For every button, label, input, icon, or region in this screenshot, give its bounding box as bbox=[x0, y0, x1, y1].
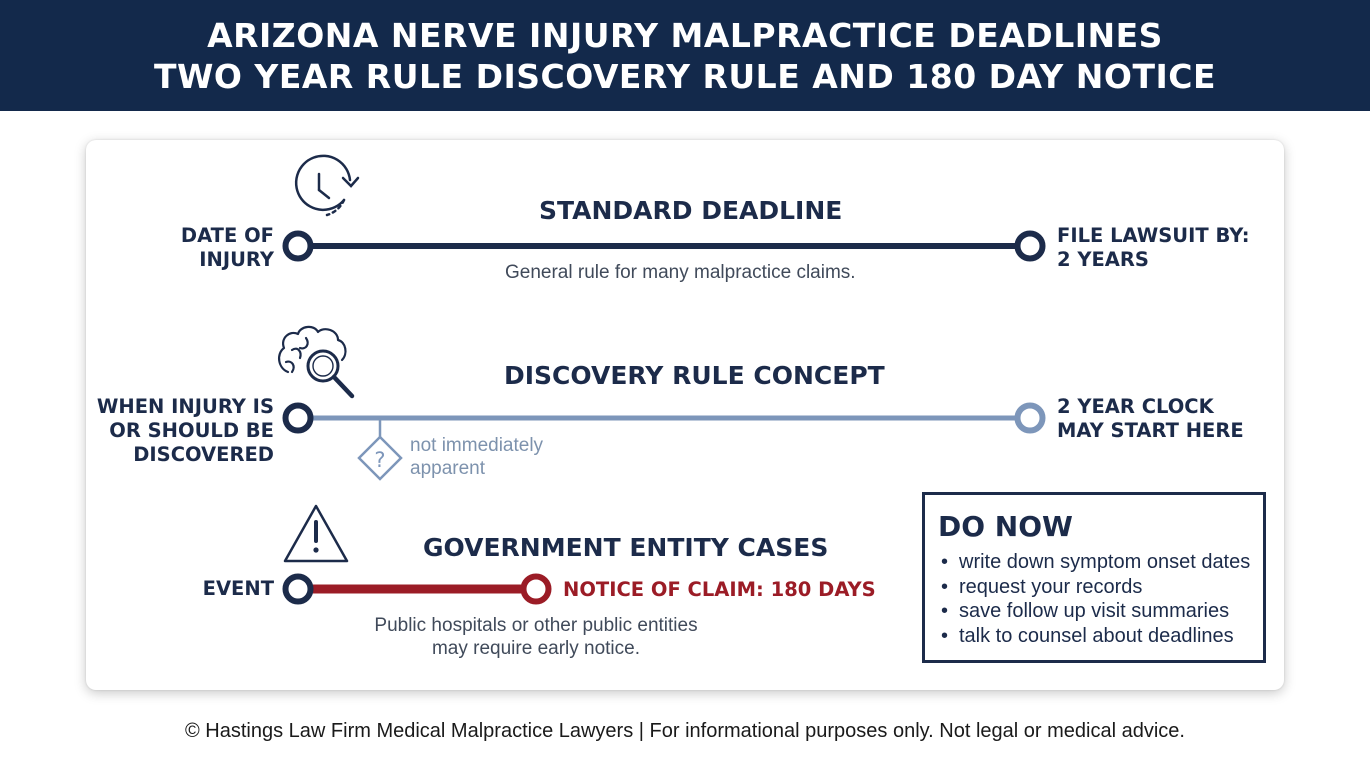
page-title: ARIZONA NERVE INJURY MALPRACTICE DEADLIN… bbox=[207, 16, 1163, 55]
warning-triangle-icon bbox=[283, 504, 349, 563]
standard-caption: General rule for many malpractice claims… bbox=[505, 262, 856, 283]
svg-text:?: ? bbox=[374, 448, 385, 472]
government-start-node bbox=[282, 573, 314, 605]
government-start-label: EVENT bbox=[202, 577, 274, 600]
list-item: •write down symptom onset dates bbox=[941, 551, 1251, 573]
question-diamond-icon: ? bbox=[357, 435, 403, 481]
standard-deadline-heading: STANDARD DEADLINE bbox=[539, 196, 843, 225]
discovery-start-label: WHEN INJURY IS OR SHOULD BE DISCOVERED bbox=[96, 395, 274, 466]
page-subtitle: TWO YEAR RULE DISCOVERY RULE AND 180 DAY… bbox=[153, 57, 1217, 96]
do-now-title: DO NOW bbox=[938, 510, 1073, 543]
clock-icon bbox=[294, 154, 360, 217]
discovery-start-node bbox=[282, 402, 314, 434]
brain-magnifier-icon bbox=[278, 325, 355, 399]
list-item: •talk to counsel about deadlines bbox=[941, 624, 1234, 647]
footer-disclaimer: © Hastings Law Firm Medical Malpractice … bbox=[185, 720, 1185, 742]
government-notice-node bbox=[520, 573, 552, 605]
discovery-end-node bbox=[1014, 402, 1046, 434]
discovery-note: not immediately apparent bbox=[410, 435, 544, 479]
government-caption: Public hospitals or other public entitie… bbox=[374, 615, 698, 659]
list-item: •save follow up visit summaries bbox=[941, 600, 1230, 622]
discovery-rule-heading: DISCOVERY RULE CONCEPT bbox=[504, 361, 885, 390]
government-entity-heading: GOVERNMENT ENTITY CASES bbox=[423, 533, 829, 562]
standard-start-node bbox=[282, 230, 314, 262]
standard-end-node bbox=[1014, 230, 1046, 262]
discovery-end-label: 2 YEAR CLOCK MAY START HERE bbox=[1057, 395, 1244, 442]
standard-start-label: DATE OF INJURY bbox=[180, 224, 274, 271]
standard-end-label: FILE LAWSUIT BY: 2 YEARS bbox=[1057, 224, 1250, 271]
list-item: •request your records bbox=[941, 575, 1143, 598]
header-banner: ARIZONA NERVE INJURY MALPRACTICE DEADLIN… bbox=[0, 0, 1370, 111]
do-now-box: DO NOW •write down symptom onset dates •… bbox=[922, 492, 1266, 663]
notice-of-claim-label: NOTICE OF CLAIM: 180 DAYS bbox=[563, 578, 876, 601]
do-now-list: •write down symptom onset dates •request… bbox=[941, 550, 1250, 648]
